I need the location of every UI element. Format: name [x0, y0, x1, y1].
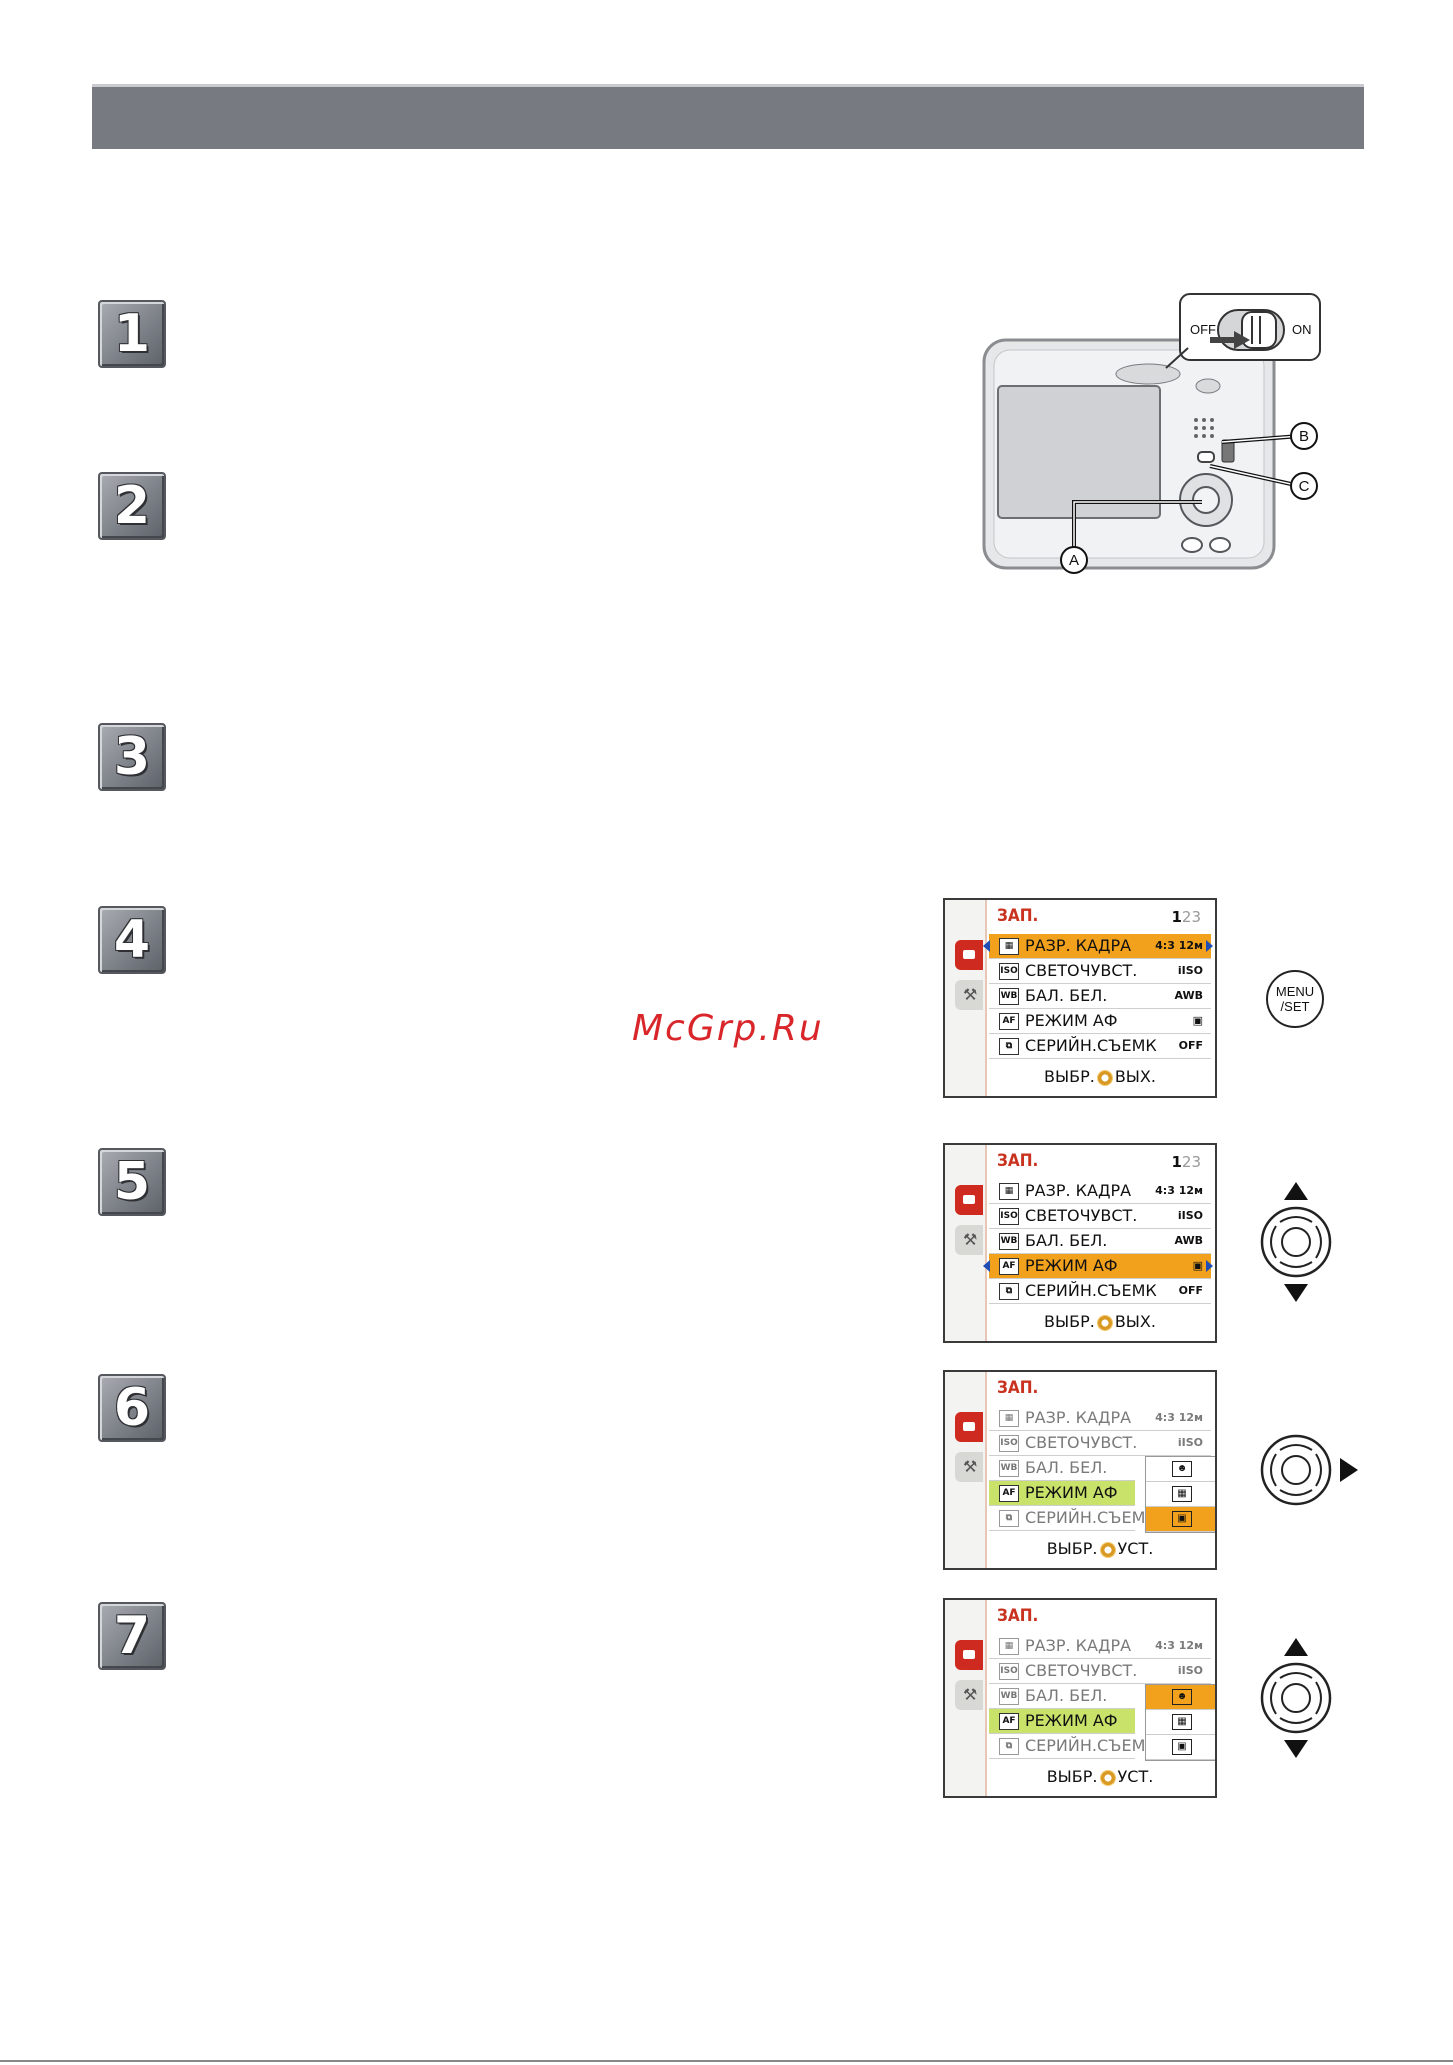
af-option-single[interactable]: ▣ — [1146, 1735, 1215, 1760]
watermark: McGrp.Ru — [632, 1008, 824, 1049]
arrow-down-icon — [1284, 1740, 1308, 1758]
step-number-2: 2 — [98, 472, 166, 540]
joystick-icon — [1099, 1541, 1116, 1558]
af-mode-options: ☻ ▦ ▣ — [1145, 1456, 1215, 1533]
menu-footer: ВЫБР.ВЫХ. — [1044, 1067, 1156, 1086]
step-number-7: 7 — [98, 1602, 166, 1670]
switch-off-label: OFF — [1190, 322, 1216, 337]
bottom-rule — [0, 2060, 1453, 2062]
menu-title: ЗАП. — [997, 906, 1039, 926]
arrow-up-icon — [1284, 1638, 1308, 1656]
wrench-tab-icon[interactable]: ⚒ — [955, 1452, 983, 1482]
callout-c: C — [1299, 478, 1310, 495]
step-number-6: 6 — [98, 1374, 166, 1442]
camera-illustration: OFF ON B C A — [982, 293, 1321, 574]
wrench-tab-icon[interactable]: ⚒ — [955, 1680, 983, 1710]
callout-a: A — [1069, 552, 1079, 569]
joystick-icon — [1099, 1769, 1116, 1786]
page-indicator: 123 — [1171, 1153, 1201, 1171]
joystick-icon — [1096, 1314, 1113, 1331]
wrench-tab-icon[interactable]: ⚒ — [955, 1225, 983, 1255]
menu-title: ЗАП. — [997, 1151, 1039, 1171]
camera-tab-icon[interactable] — [955, 1185, 983, 1215]
callout-b: B — [1299, 428, 1309, 445]
af-option-multi[interactable]: ▦ — [1146, 1710, 1215, 1735]
arrow-right-icon — [1340, 1458, 1358, 1482]
dpad-up-down-icon[interactable] — [1258, 1660, 1334, 1736]
menu-item-burst[interactable]: ⧉СЕРИЙН.СЪЕМ — [989, 1506, 1145, 1531]
section-header-bar — [92, 84, 1364, 149]
menu-title: ЗАП. — [997, 1606, 1039, 1626]
camera-tab-icon[interactable] — [955, 1412, 983, 1442]
menu-set-label-2: /SET — [1280, 999, 1310, 1014]
menu-item-burst[interactable]: ⧉СЕРИЙН.СЪЕМ — [989, 1734, 1145, 1759]
menu-footer: ВЫБР.ВЫХ. — [1044, 1312, 1156, 1331]
step-number-3: 3 — [98, 723, 166, 791]
menu-set-label-1: MENU — [1275, 984, 1315, 999]
menu-footer: ВЫБР.УСТ. — [1046, 1767, 1154, 1786]
arrow-down-icon — [1284, 1284, 1308, 1302]
camera-tab-icon[interactable] — [955, 940, 983, 970]
af-option-multi[interactable]: ▦ — [1146, 1482, 1215, 1507]
menu-set-button[interactable]: MENU /SET — [1266, 970, 1324, 1028]
dpad-right-icon[interactable] — [1258, 1432, 1334, 1508]
af-option-single[interactable]: ▣ — [1146, 1507, 1215, 1532]
right-arrow-icon — [1206, 940, 1213, 952]
menu-footer: ВЫБР.УСТ. — [1046, 1539, 1154, 1558]
right-arrow-icon — [1206, 1260, 1213, 1272]
camera-tab-icon[interactable] — [955, 1640, 983, 1670]
af-option-face[interactable]: ☻ — [1146, 1457, 1215, 1482]
af-mode-options: ☻ ▦ ▣ — [1145, 1684, 1215, 1761]
af-option-face[interactable]: ☻ — [1146, 1685, 1215, 1710]
menu-title: ЗАП. — [997, 1378, 1039, 1398]
wrench-tab-icon[interactable]: ⚒ — [955, 980, 983, 1010]
arrow-up-icon — [1284, 1182, 1308, 1200]
dpad-up-down-icon[interactable] — [1258, 1204, 1334, 1280]
step-number-1: 1 — [98, 300, 166, 368]
left-arrow-icon — [983, 1260, 990, 1272]
joystick-icon — [1096, 1069, 1113, 1086]
left-arrow-icon — [983, 940, 990, 952]
page-indicator: 123 — [1171, 908, 1201, 926]
step-number-5: 5 — [98, 1148, 166, 1216]
switch-on-label: ON — [1292, 322, 1312, 337]
step-number-4: 4 — [98, 906, 166, 974]
